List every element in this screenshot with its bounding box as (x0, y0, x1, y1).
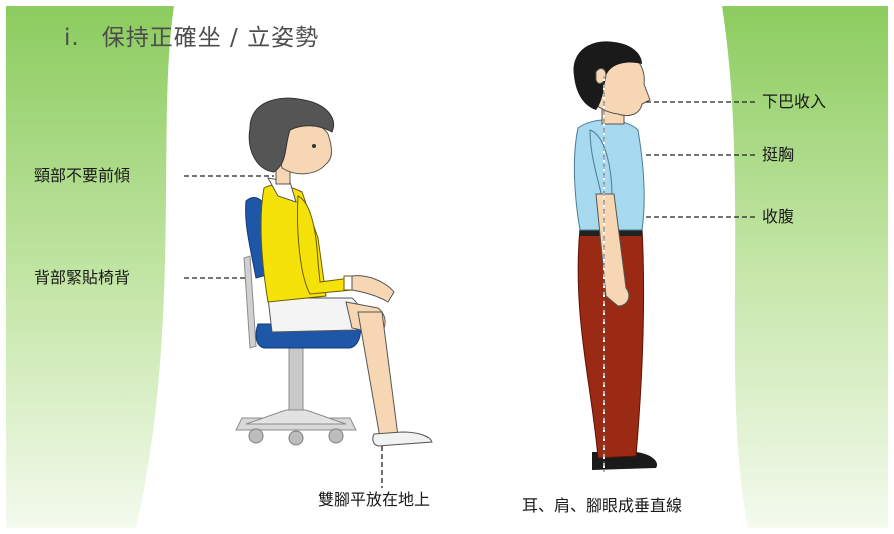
label-abdomen: 收腹 (762, 207, 795, 226)
sitting-figure (235, 97, 433, 447)
title-number: i. (64, 25, 80, 51)
standing-figure (573, 41, 658, 472)
label-chest: 挺胸 (762, 145, 795, 164)
label-chin: 下巴收入 (762, 92, 827, 111)
diagram-canvas (6, 6, 888, 528)
label-alignment: 耳、肩、腳眼成垂直線 (522, 496, 683, 515)
sitting-person (248, 97, 433, 447)
left-green-band (6, 6, 174, 528)
right-green-band (722, 6, 888, 528)
page-title: i. 保持正確坐 / 立姿勢 (64, 18, 319, 52)
label-back: 背部緊貼椅背 (34, 268, 131, 287)
label-neck: 頸部不要前傾 (34, 166, 131, 185)
title-text: 保持正確坐 / 立姿勢 (101, 25, 320, 51)
diagram-panel: i. 保持正確坐 / 立姿勢 頸部不要前傾 背部緊貼椅背 雙腳平放在地上 下巴收入… (6, 6, 888, 528)
label-feet: 雙腳平放在地上 (318, 490, 431, 509)
